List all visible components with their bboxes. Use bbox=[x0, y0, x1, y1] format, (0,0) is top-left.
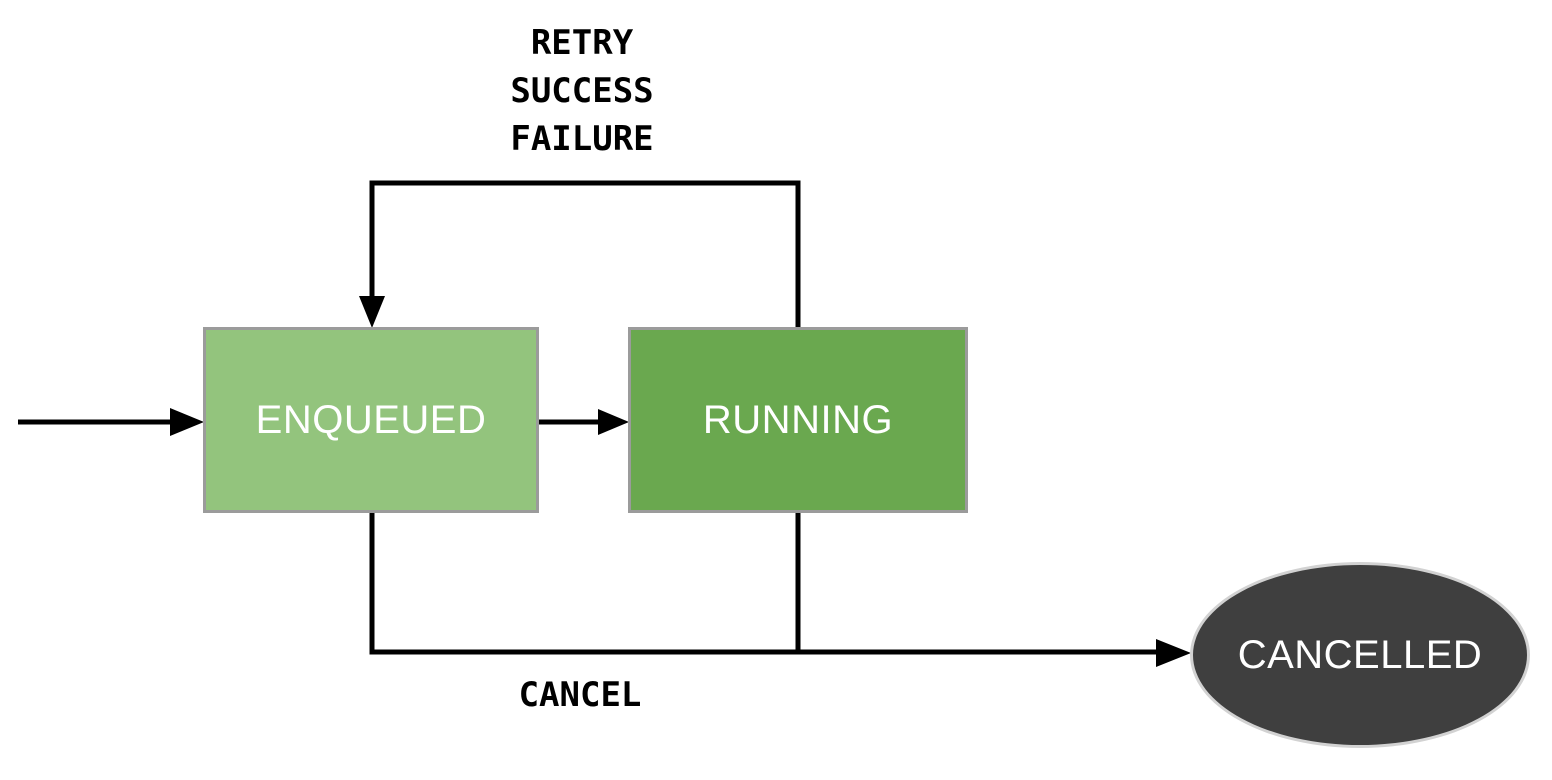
cancel-arrow bbox=[369, 513, 1191, 667]
retry-loop-arrow bbox=[359, 180, 801, 332]
retry-loop-label-line-2: SUCCESS bbox=[510, 71, 654, 111]
state-label-cancelled: CANCELLED bbox=[1237, 632, 1483, 677]
retry-loop-label-line-3: FAILURE bbox=[510, 119, 654, 159]
state-node-enqueued: ENQUEUED bbox=[203, 327, 539, 513]
state-label-running: RUNNING bbox=[702, 397, 894, 442]
retry-loop-label: RETRY SUCCESS FAILURE bbox=[407, 19, 757, 163]
start-arrow bbox=[18, 408, 204, 436]
retry-loop-label-line-1: RETRY bbox=[530, 23, 634, 63]
state-node-cancelled: CANCELLED bbox=[1190, 562, 1530, 748]
state-label-enqueued: ENQUEUED bbox=[255, 397, 487, 442]
enqueued-to-running-arrow bbox=[539, 409, 629, 435]
state-node-running: RUNNING bbox=[628, 327, 968, 513]
cancel-edge-label: CANCEL bbox=[518, 675, 642, 715]
